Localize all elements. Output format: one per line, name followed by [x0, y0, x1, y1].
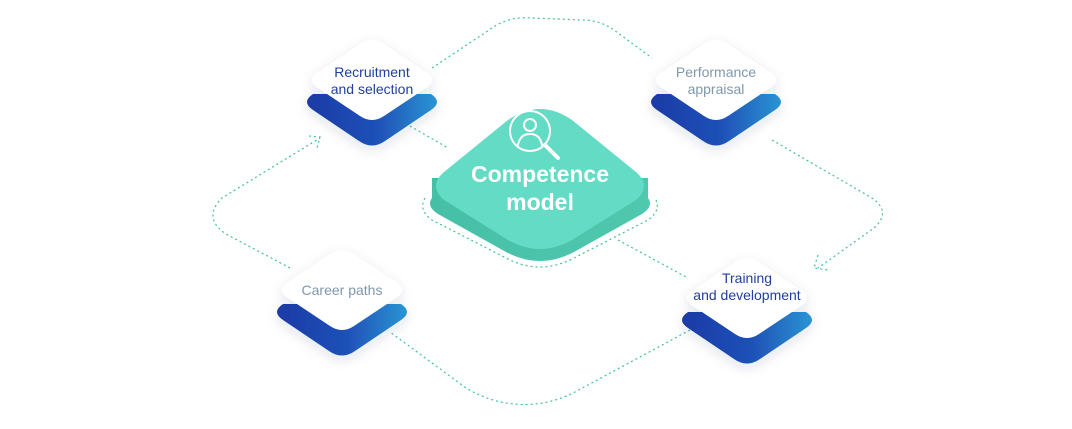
training-label-line2: and development — [693, 287, 801, 303]
connector-recruitment-performance — [431, 17, 653, 69]
arrow-into-recruitment — [308, 135, 321, 149]
node-performance — [651, 40, 781, 146]
connector-performance-training — [771, 139, 884, 269]
career-label-line1: Career paths — [301, 282, 383, 298]
center-label-line2: model — [506, 189, 574, 215]
node-career — [277, 250, 407, 356]
connector-center-recruitment — [409, 125, 449, 149]
connector-career-recruitment — [212, 137, 321, 269]
performance-label: Performance appraisal — [656, 64, 776, 98]
training-label-line1: Training — [721, 270, 773, 286]
connector-training-career — [389, 329, 691, 406]
center-base-outline — [422, 197, 658, 268]
center-label: Competence model — [440, 160, 640, 216]
training-label: Training and development — [677, 270, 817, 304]
cycle-connectors — [212, 17, 884, 406]
performance-label-line1: Performance — [675, 64, 757, 80]
node-recruitment — [307, 40, 437, 146]
node-training — [682, 258, 812, 364]
connector-center-training — [617, 239, 689, 279]
center-label-line1: Competence — [470, 161, 610, 187]
person-search-icon — [509, 110, 560, 160]
recruitment-label-line1: Recruitment — [334, 64, 410, 80]
center-block — [430, 109, 650, 261]
recruitment-label: Recruitment and selection — [312, 64, 432, 98]
recruitment-label-line2: and selection — [330, 81, 414, 97]
career-label: Career paths — [282, 282, 402, 299]
performance-label-line2: appraisal — [687, 81, 745, 97]
